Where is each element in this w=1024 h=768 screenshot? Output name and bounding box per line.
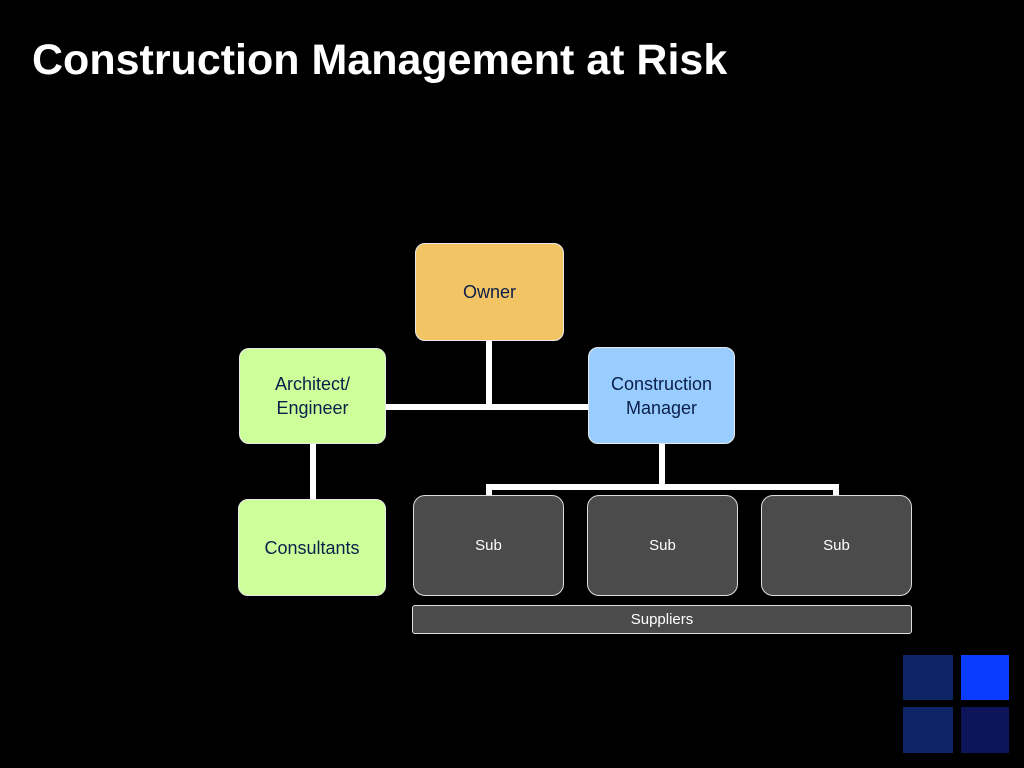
logo-square-top-left [903,655,953,700]
slide-title: Construction Management at Risk [32,36,728,84]
consultants-node: Consultants [238,499,386,596]
sub-label: Sub [823,536,850,554]
architect-engineer-node: Architect/ Engineer [239,348,386,444]
owner-label: Owner [462,282,516,302]
logo-square-bottom-left [903,707,953,753]
construction-manager-label: Construction Manager [610,373,713,418]
sub-node-2: Sub [587,495,738,596]
consultants-label: Consultants [264,537,360,558]
suppliers-label: Suppliers [630,610,694,628]
owner-node: Owner [415,243,564,341]
logo-square-bottom-right [961,707,1009,753]
suppliers-node: Suppliers [412,605,912,634]
construction-manager-node: Construction Manager [588,347,735,444]
architect-engineer-label: Architect/ Engineer [274,374,351,418]
sub-label: Sub [475,536,502,554]
sub-label: Sub [649,536,676,554]
logo-square-top-right [961,655,1009,700]
sub-node-3: Sub [761,495,912,596]
sub-node-1: Sub [413,495,564,596]
